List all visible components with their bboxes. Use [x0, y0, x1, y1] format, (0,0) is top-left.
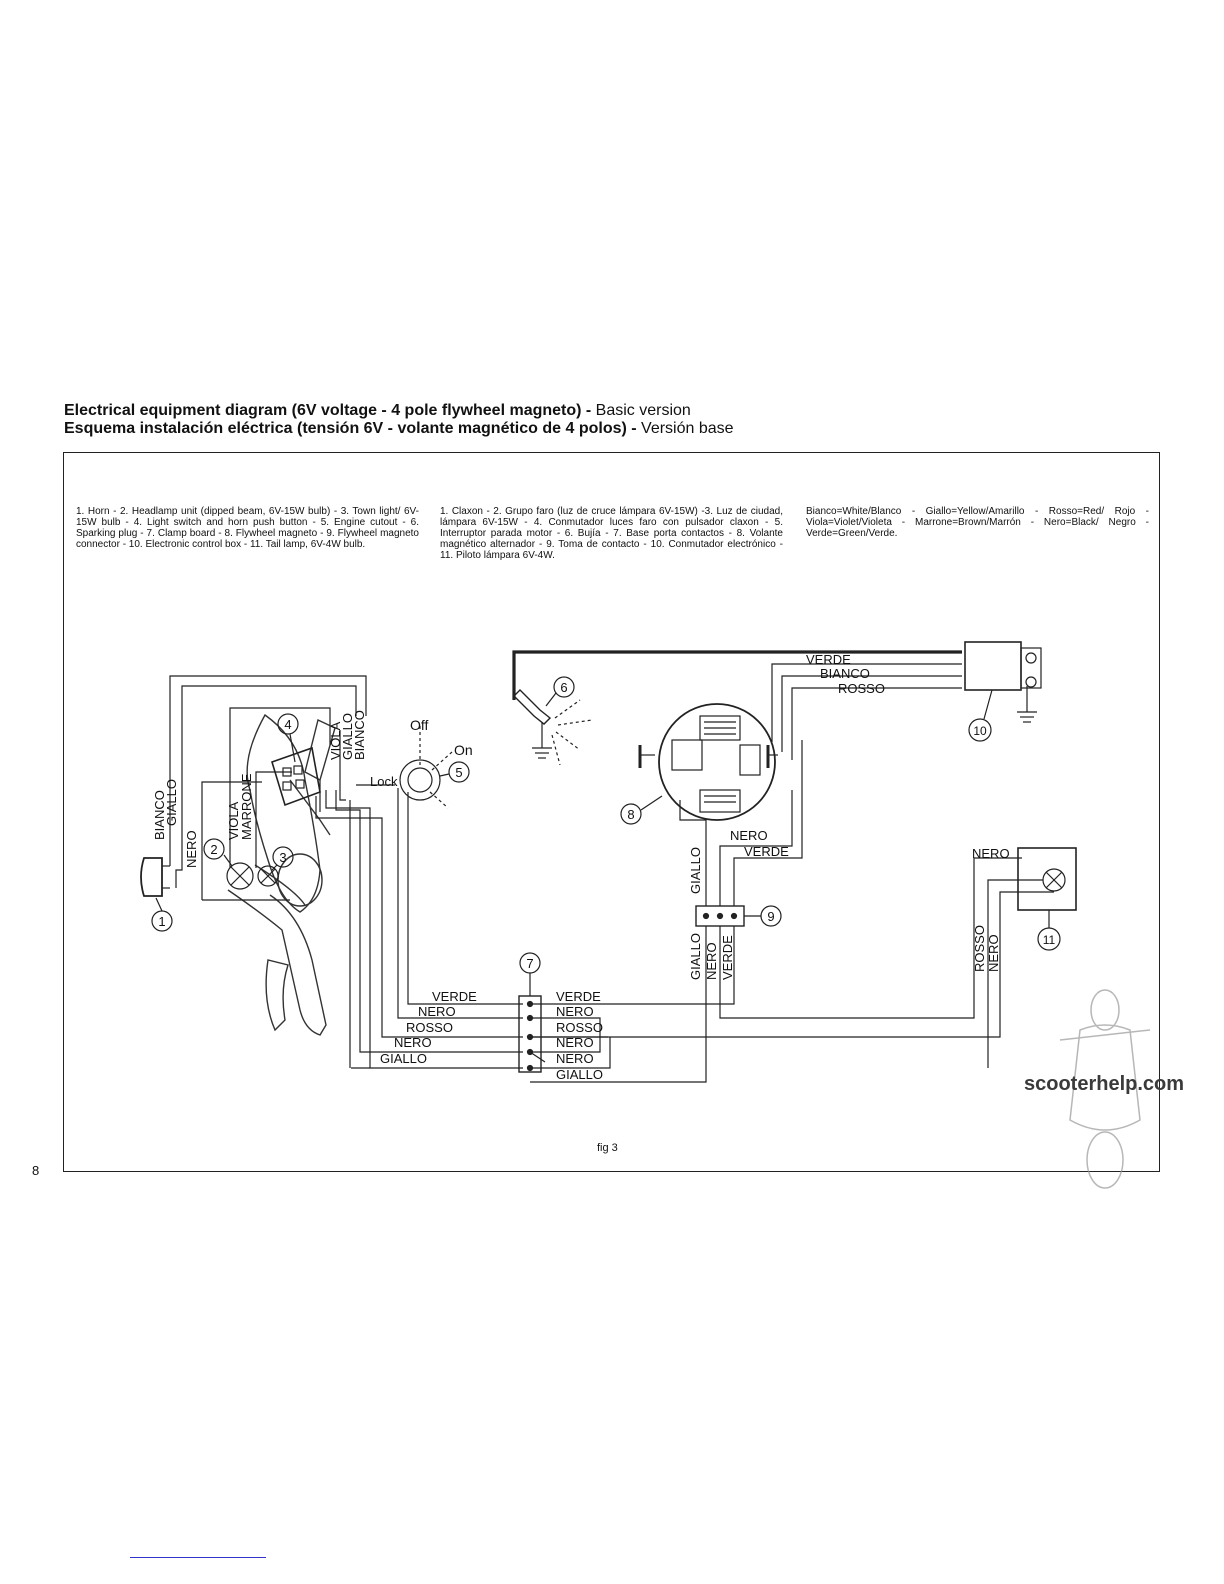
callout-5: 5: [439, 761, 470, 783]
flywheel-magneto: [638, 703, 778, 821]
svg-text:1: 1: [158, 914, 165, 929]
wire-label-nero-right-clamp-1: NERO: [556, 1004, 594, 1019]
wire-label-verde-right-clamp: VERDE: [556, 989, 601, 1004]
callout-2: 2: [203, 838, 233, 867]
wire-label-nero-taillamp: NERO: [972, 846, 1010, 861]
wire-label-rosso-right-clamp: ROSSO: [556, 1020, 603, 1035]
svg-text:10: 10: [973, 724, 987, 738]
svg-text:3: 3: [279, 850, 286, 865]
page-number: 8: [32, 1163, 40, 1178]
switch-label-lock: Lock: [370, 774, 398, 789]
legend-spanish: 1. Claxon - 2. Grupo faro (luz de cruce …: [440, 506, 783, 561]
callout-1: 1: [151, 897, 173, 932]
callout-11: 11: [1037, 910, 1061, 951]
wire-label-giallo-left-clamp: GIALLO: [380, 1051, 427, 1066]
footnote-rule: [130, 1557, 266, 1558]
wire-label-nero-headlamp: NERO: [184, 830, 199, 868]
scooter-watermark-image: [1059, 989, 1151, 1189]
wire-label-rosso-left-clamp: ROSSO: [406, 1020, 453, 1035]
wire-label-verde-cdi: VERDE: [806, 652, 851, 667]
headlamp-bulb: [226, 862, 254, 890]
wire-label-verde-left-clamp: VERDE: [432, 989, 477, 1004]
wire-label-giallo-switch: GIALLO: [340, 713, 355, 760]
left-wiring: [169, 675, 523, 1069]
title-spanish: Esquema instalación eléctrica (tensión 6…: [64, 420, 734, 437]
wire-label-nero-taillamp-vertical: NERO: [986, 934, 1001, 972]
callout-4: 4: [277, 713, 299, 763]
legend-english: 1. Horn - 2. Headlamp unit (dipped beam,…: [76, 506, 419, 550]
svg-text:5: 5: [455, 765, 462, 780]
svg-text:4: 4: [284, 717, 291, 732]
wire-label-nero-left-clamp-2: NERO: [394, 1035, 432, 1050]
callout-10: 10: [968, 689, 993, 742]
wire-label-giallo-magneto: GIALLO: [688, 847, 703, 894]
wire-label-bianco-switch: BIANCO: [352, 710, 367, 760]
wire-label-bianco-horn: BIANCO: [152, 790, 167, 840]
figure-label: fig 3: [597, 1142, 618, 1154]
wire-label-verde-magneto: VERDE: [744, 844, 789, 859]
title-english: Electrical equipment diagram (6V voltage…: [64, 402, 691, 419]
svg-text:8: 8: [627, 807, 634, 822]
horn-body: [140, 857, 170, 897]
town-light-bulb: [257, 865, 279, 887]
wire-label-nero-magneto: NERO: [730, 828, 768, 843]
callout-3: 3: [271, 846, 294, 871]
wire-label-giallo-right-clamp: GIALLO: [556, 1067, 603, 1082]
handlebar-sketch: [227, 713, 336, 1036]
callout-9: 9: [744, 905, 782, 927]
spark-plug: [512, 650, 962, 766]
svg-text:11: 11: [1043, 933, 1056, 947]
switch-label-off: Off: [410, 717, 429, 733]
callout-7: 7: [519, 952, 541, 996]
wire-label-rosso-cdi: ROSSO: [838, 681, 885, 696]
engine-cutout-switch: [397, 726, 523, 1019]
magneto-connector: [530, 740, 1022, 1083]
clamp-board: [518, 995, 611, 1073]
wire-label-nero-right-clamp-2: NERO: [556, 1035, 594, 1050]
wire-label-giallo-connector: GIALLO: [688, 933, 703, 980]
wire-label-nero-connector: NERO: [704, 942, 719, 980]
wire-label-nero-right-clamp-3: NERO: [556, 1051, 594, 1066]
diagram-frame: [63, 452, 1160, 1172]
callout-8: 8: [620, 795, 663, 825]
wire-label-bianco-cdi: BIANCO: [820, 666, 870, 681]
svg-text:2: 2: [210, 842, 217, 857]
wire-label-viola-headlamp: VIOLA: [226, 801, 241, 840]
callout-6: 6: [545, 676, 575, 707]
switch-label-on: On: [454, 742, 473, 758]
legend-wire-colors: Bianco=White/Blanco - Giallo=Yellow/Amar…: [806, 506, 1149, 539]
wire-label-verde-connector: VERDE: [720, 935, 735, 980]
wire-label-marrone-headlamp: MARRONE: [239, 773, 254, 840]
tail-lamp: [530, 847, 1077, 1068]
watermark-text: scooterhelp.com: [1024, 1073, 1185, 1095]
wire-label-viola-switch: VIOLA: [328, 721, 343, 760]
svg-text:6: 6: [560, 680, 567, 695]
electronic-control-box: [771, 641, 1042, 760]
svg-text:7: 7: [526, 956, 533, 971]
svg-text:9: 9: [767, 909, 774, 924]
wire-label-nero-left-clamp-1: NERO: [418, 1004, 456, 1019]
wire-label-giallo-horn: GIALLO: [164, 779, 179, 826]
wire-label-rosso-taillamp: ROSSO: [972, 925, 987, 972]
